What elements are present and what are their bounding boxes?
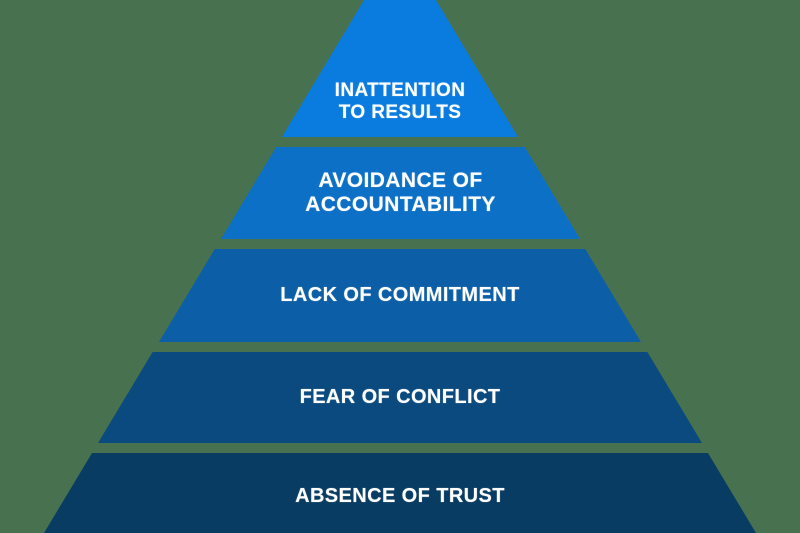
label-line: ACCOUNTABILITY	[305, 193, 496, 216]
label-line: LACK OF COMMITMENT	[280, 284, 520, 306]
pyramid-level-fear-of-conflict: FEAR OF CONFLICT	[98, 352, 702, 443]
pyramid-level-absence-of-trust: ABSENCE OF TRUST	[44, 453, 756, 533]
pyramid-level-lack-of-commitment: LACK OF COMMITMENT	[159, 249, 641, 342]
level-label-lack-of-commitment: LACK OF COMMITMENT	[280, 284, 519, 307]
label-line: INATTENTION	[334, 80, 466, 101]
label-line: AVOIDANCE OF	[318, 169, 483, 192]
level-label-absence-of-trust: ABSENCE OF TRUST	[295, 485, 505, 508]
pyramid-level-avoidance-of-accountability: AVOIDANCE OF ACCOUNTABILITY	[221, 147, 580, 239]
pyramid-level-inattention-to-results: INATTENTION TO RESULTS	[282, 0, 518, 137]
label-line: ABSENCE OF TRUST	[295, 484, 505, 507]
label-line: TO RESULTS	[338, 102, 462, 123]
level-label-fear-of-conflict: FEAR OF CONFLICT	[300, 386, 501, 409]
label-line: FEAR OF CONFLICT	[299, 386, 501, 408]
level-label-avoidance-of-accountability: AVOIDANCE OF ACCOUNTABILITY	[305, 169, 496, 217]
level-label-inattention-to-results: INATTENTION TO RESULTS	[335, 80, 466, 124]
